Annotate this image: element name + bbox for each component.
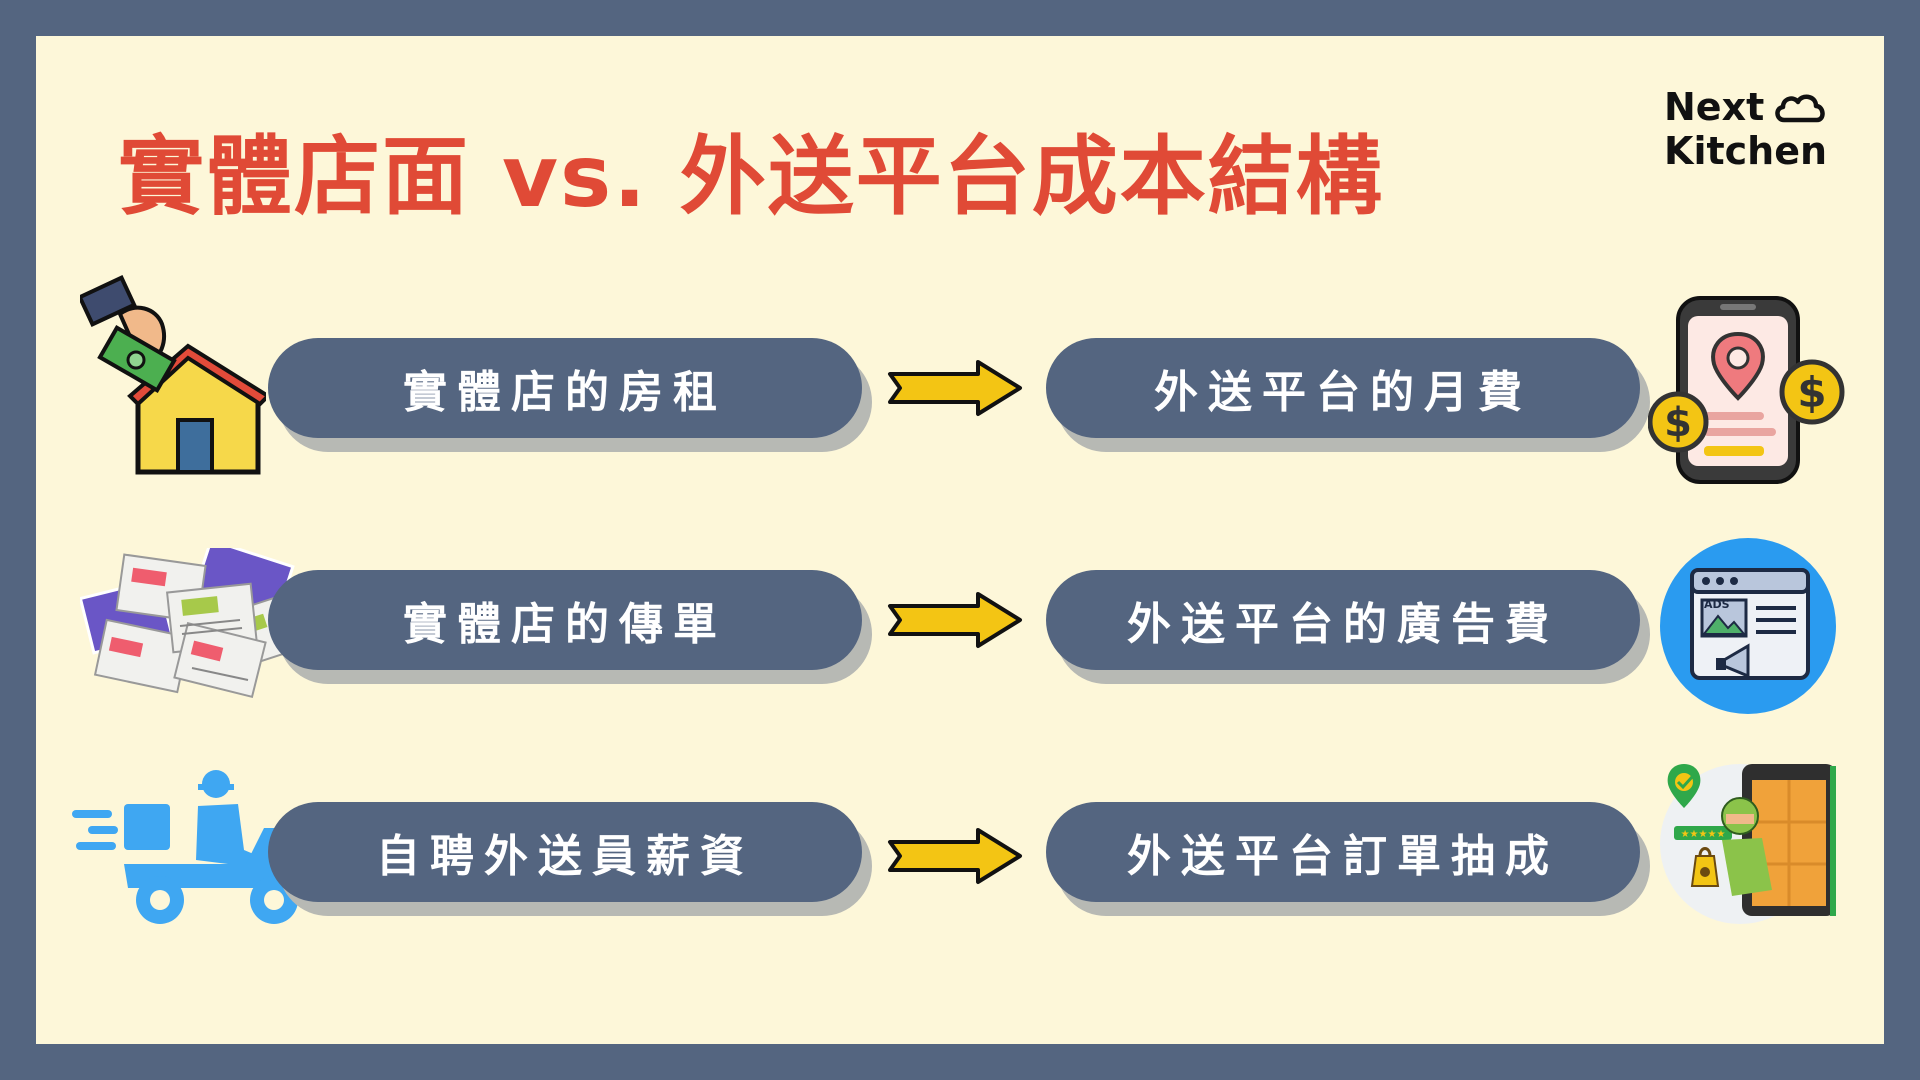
right-pill-order-commission: 外送平台訂單抽成: [1046, 802, 1640, 902]
svg-text:$: $: [1797, 368, 1826, 417]
delivery-scooter-icon: [68, 770, 304, 930]
ads-label: ADS: [1704, 598, 1730, 611]
left-pill-flyers: 實體店的傳單: [268, 570, 862, 670]
cloud-icon: [1775, 94, 1825, 123]
logo-line-2: Kitchen: [1664, 129, 1828, 173]
phone-location-dollar-icon: $ $: [1647, 294, 1848, 486]
left-pill-rent: 實體店的房租: [268, 338, 862, 438]
next-kitchen-logo: Next Kitchen: [1664, 86, 1834, 176]
logo-line-1: Next: [1664, 85, 1765, 129]
browser-ads-megaphone-icon: ADS: [1658, 536, 1838, 716]
hand-paying-rent-house-icon: [77, 272, 272, 478]
svg-text:$: $: [1664, 400, 1692, 446]
left-pill-courier-salary: 自聘外送員薪資: [268, 802, 862, 902]
courier-phone-delivery-icon: ★★★★★: [1656, 760, 1840, 924]
page-title: 實體店面 vs. 外送平台成本結構: [118, 127, 1384, 227]
arrow-right-icon: [888, 592, 1022, 648]
arrow-right-icon: [888, 828, 1022, 884]
arrow-right-icon: [888, 360, 1022, 416]
right-pill-ad-fee: 外送平台的廣告費: [1046, 570, 1640, 670]
right-pill-monthly-fee: 外送平台的月費: [1046, 338, 1640, 438]
flyers-stack-icon: [78, 538, 308, 700]
svg-text:★★★★★: ★★★★★: [1681, 829, 1726, 840]
